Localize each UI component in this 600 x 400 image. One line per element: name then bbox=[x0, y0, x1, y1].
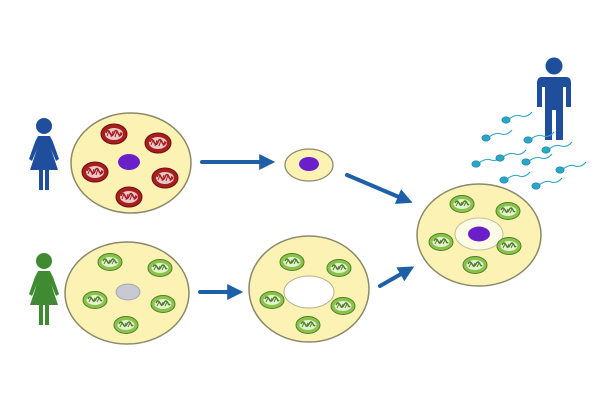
healthy-mitochondrion bbox=[330, 296, 356, 316]
empty-nucleus-space bbox=[283, 275, 335, 309]
healthy-mitochondrion bbox=[462, 255, 488, 275]
healthy-mitochondrion bbox=[495, 201, 521, 221]
healthy-mitochondrion bbox=[326, 258, 352, 278]
process-arrows bbox=[198, 154, 415, 300]
recipient-woman-icon bbox=[29, 253, 59, 325]
donor-woman-icon bbox=[29, 118, 59, 190]
enucleated-egg-cell bbox=[248, 235, 370, 343]
nucleus bbox=[468, 226, 490, 242]
faulty-mitochondrion bbox=[144, 132, 172, 154]
sperm-icon bbox=[499, 171, 531, 184]
healthy-mitochondrion bbox=[82, 290, 108, 310]
healthy-mitochondrion bbox=[496, 236, 522, 256]
healthy-mitochondrion bbox=[113, 315, 139, 335]
healthy-mitochondrion bbox=[428, 232, 454, 252]
reconstructed-egg-cell bbox=[416, 183, 542, 287]
sperm-icon bbox=[531, 177, 563, 190]
sperm-icon bbox=[501, 111, 533, 124]
faulty-mitochondrion bbox=[81, 161, 109, 183]
faulty-mitochondrion bbox=[115, 186, 143, 208]
sperm-icon bbox=[541, 141, 573, 154]
extracted-nucleus-cell bbox=[284, 148, 334, 182]
father-man-icon bbox=[537, 57, 571, 140]
arrow-down-right-icon bbox=[345, 173, 413, 204]
healthy-mitochondrion bbox=[150, 294, 176, 314]
healthy-mitochondrion bbox=[279, 252, 305, 272]
healthy-mitochondrion bbox=[147, 258, 173, 278]
recipient-egg-cell bbox=[64, 241, 190, 345]
faulty-mitochondrion bbox=[100, 123, 128, 145]
healthy-mitochondrion bbox=[295, 315, 321, 335]
pale-nucleus bbox=[115, 283, 141, 301]
nucleus bbox=[118, 154, 140, 170]
healthy-mitochondrion bbox=[259, 290, 285, 310]
sperm-icon bbox=[521, 153, 553, 166]
healthy-mitochondrion bbox=[449, 194, 475, 214]
sperm-icon bbox=[495, 149, 527, 162]
healthy-mitochondrion bbox=[97, 252, 123, 272]
faulty-mitochondrion bbox=[151, 167, 179, 189]
sperm-icon bbox=[555, 161, 587, 174]
sperm-cluster bbox=[471, 111, 587, 190]
nucleus bbox=[299, 157, 319, 171]
donor-egg-cell bbox=[70, 112, 192, 214]
arrow-up-right-icon bbox=[378, 266, 415, 288]
sperm-icon bbox=[481, 129, 513, 142]
